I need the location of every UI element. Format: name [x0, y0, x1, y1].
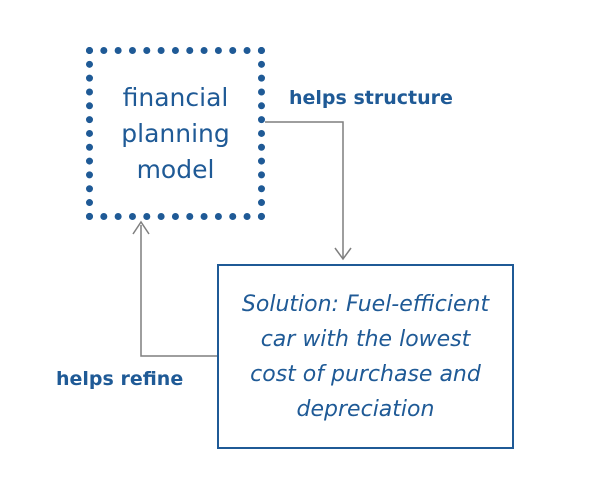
solution-line-1: Solution: Fuel-efficient: [241, 291, 490, 317]
solution-line-2: car with the lowest: [260, 326, 471, 352]
arrowhead-refine: [132, 220, 150, 235]
helps-refine-label: helps refine: [56, 368, 184, 390]
connector-structure: [265, 121, 344, 258]
helps-structure-label: helps structure: [289, 87, 453, 109]
model-box-text: financial planning model: [121, 80, 229, 188]
arrowhead-structure: [334, 247, 352, 261]
connector-refine: [140, 225, 217, 357]
model-line-1: financial: [122, 82, 229, 112]
solution-line-3: cost of purchase and: [250, 361, 481, 387]
solution-box-text: Solution: Fuel-efficient car with the lo…: [242, 287, 489, 427]
model-line-3: model: [136, 154, 215, 184]
solution-box: Solution: Fuel-efficient car with the lo…: [217, 264, 514, 449]
solution-line-4: depreciation: [296, 396, 435, 422]
financial-planning-model-box: financial planning model: [86, 47, 265, 220]
model-line-2: planning: [121, 118, 230, 148]
